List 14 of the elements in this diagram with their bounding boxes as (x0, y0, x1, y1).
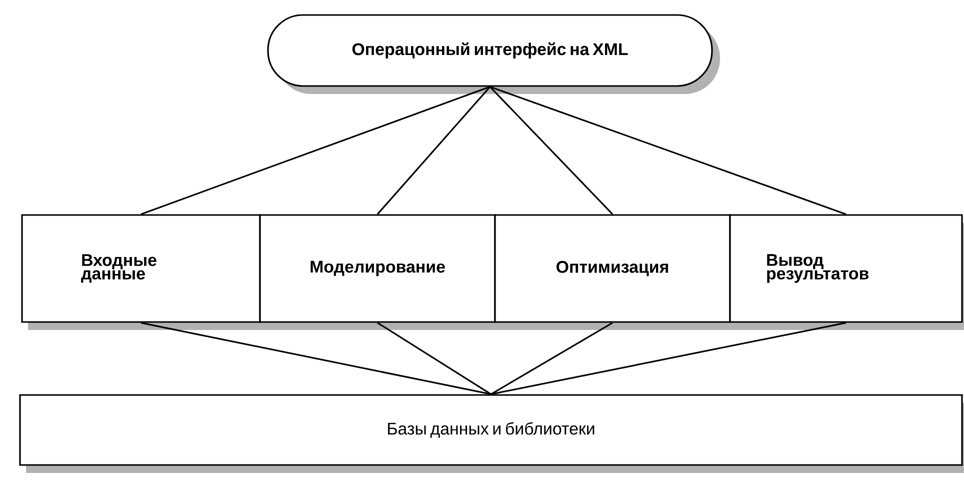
connector-line (140, 322, 492, 395)
connector-line (490, 86, 846, 215)
database-box: Базы данных и библиотеки (19, 394, 964, 473)
module-cell: Входные данные (21, 214, 266, 330)
interface-oval: Операцонный интерфейс на XML (267, 14, 720, 94)
connector-line (376, 86, 491, 215)
connector-line (489, 86, 614, 215)
connector-line (377, 322, 492, 395)
module-cell: Моделирование (259, 214, 501, 330)
module-cell: Оптимизация (494, 214, 736, 330)
connector-line (490, 322, 846, 395)
connector-line (140, 86, 490, 215)
module-cell: Вывод результатов (729, 214, 964, 330)
connector-line (490, 322, 613, 395)
